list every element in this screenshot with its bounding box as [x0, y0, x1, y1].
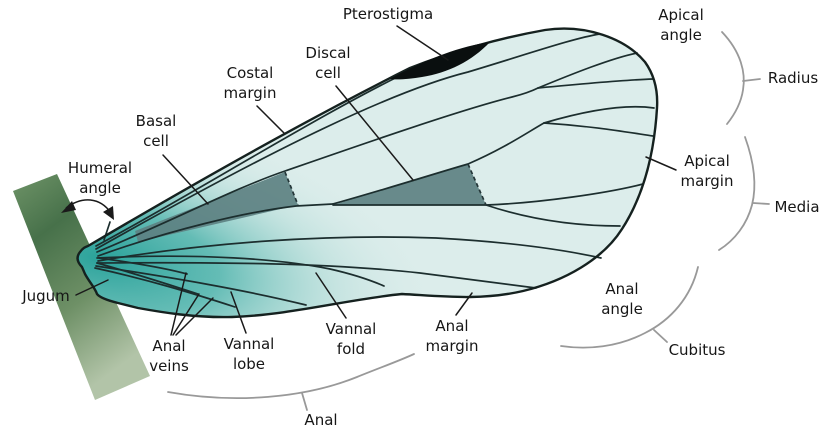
anal-bracket-arc: [167, 353, 415, 400]
label-vannal-fold-line1: Vannal: [325, 320, 377, 338]
label-anal-veins-line1: Anal: [152, 337, 186, 355]
radius1-vein: [95, 33, 601, 250]
cell-dashed-edges: [284, 163, 487, 206]
label-media-text: Media: [774, 198, 820, 216]
label-apical-angle-line1: Apical: [658, 6, 704, 24]
label-vannal-fold-line2: fold: [336, 339, 366, 358]
label-costal-margin-line2: margin: [223, 83, 277, 102]
radius-bracket-arc: [721, 31, 745, 125]
basal-cell-shape: [135, 172, 298, 242]
label-vannal-lobe-line2: lobe: [232, 354, 266, 373]
humeral-angle-arrow: [61, 199, 114, 220]
label-costal-margin: Costal margin: [224, 64, 277, 104]
label-apical-margin-line1: Apical: [684, 152, 730, 170]
media-bracket-arc: [718, 136, 756, 251]
discal-top-vein: [332, 122, 545, 205]
radial-fork-upper: [537, 52, 638, 89]
label-cubitus-text: Cubitus: [668, 341, 726, 359]
label-pterostigma-text: Pterostigma: [342, 5, 434, 23]
label-humeral-angle-line1: Humeral: [67, 159, 133, 177]
label-anal-angle-line2: angle: [601, 299, 643, 318]
label-discal-cell-line2: cell: [315, 63, 341, 82]
leader-discal-cell: [335, 85, 414, 181]
label-vannal-lobe: Vannal lobe: [224, 335, 275, 375]
label-jugum: Jugum: [22, 287, 70, 307]
media-fork-lower: [543, 122, 654, 137]
anal-bracket-tick: [301, 392, 308, 411]
humeral-arrowhead-left: [61, 201, 76, 213]
label-media: Media: [774, 198, 819, 218]
wing-veins: [94, 33, 655, 308]
label-anal-veins-line2: veins: [149, 356, 189, 375]
vannal-fold-line: [96, 255, 385, 287]
leader-pterostigma: [396, 25, 449, 61]
cubitus-bracket-tick: [653, 329, 668, 343]
label-anal: Anal: [304, 411, 337, 431]
label-anal-margin-line1: Anal: [435, 317, 469, 335]
label-pterostigma: Pterostigma: [343, 5, 433, 25]
label-apical-angle-line2: angle: [660, 25, 702, 44]
cubitus2-vein: [96, 261, 537, 289]
radial-fork-lower: [537, 78, 654, 89]
label-jugum-text: Jugum: [22, 287, 70, 305]
label-radius: Radius: [768, 69, 818, 89]
discal-lower-branch-vein: [485, 204, 621, 227]
discal-cell-shape: [333, 164, 486, 205]
label-anal-angle: Anal angle: [601, 280, 643, 320]
label-apical-margin-line2: margin: [680, 171, 734, 190]
label-costal-margin-line1: Costal: [226, 64, 274, 82]
label-basal-cell: Basal cell: [136, 112, 177, 152]
leader-anal-margin: [455, 292, 473, 316]
label-anal-veins: Anal veins: [149, 337, 189, 377]
label-anal-angle-line1: Anal: [605, 280, 639, 298]
basal-cell-dashed-edge: [284, 171, 299, 206]
label-apical-angle: Apical angle: [658, 6, 704, 46]
subcosta-vein: [95, 67, 417, 247]
media-bracket-tick: [752, 202, 770, 205]
label-anal-margin-line2: margin: [425, 336, 479, 355]
leader-jugum: [75, 279, 109, 296]
media-stem-vein: [97, 203, 334, 257]
label-discal-cell: Discal cell: [305, 44, 350, 84]
leader-costal-margin: [256, 105, 285, 134]
label-basal-cell-line1: Basal: [135, 112, 177, 130]
anal-vein-2: [94, 267, 236, 308]
leader-lines: [75, 25, 677, 336]
radial-sector-vein: [96, 87, 539, 253]
humeral-arrowhead-right: [103, 206, 114, 220]
label-discal-cell-line1: Discal: [305, 44, 351, 62]
label-vannal-fold: Vannal fold: [326, 320, 377, 360]
pterostigma-spot: [390, 42, 490, 80]
discal-cell-dashed-edge: [467, 163, 487, 206]
label-humeral-angle: Humeral angle: [68, 159, 132, 199]
label-radius-text: Radius: [767, 69, 819, 87]
body-segment: [13, 174, 150, 400]
label-cubitus: Cubitus: [669, 341, 726, 361]
label-vannal-lobe-line1: Vannal: [223, 335, 275, 353]
leader-anal-veins-1: [170, 272, 187, 336]
leader-vannal-lobe: [230, 291, 247, 334]
jugal-vein-2: [96, 262, 199, 295]
leader-anal-veins-2: [172, 293, 200, 336]
label-anal-margin: Anal margin: [426, 317, 479, 357]
bracket-arcs: [167, 31, 770, 411]
leader-vannal-fold: [315, 272, 347, 319]
radius-bracket-tick: [742, 78, 761, 82]
cubitus-bracket-arc: [560, 266, 699, 349]
jugal-vein-1: [98, 257, 188, 275]
leader-apical-margin: [645, 156, 677, 171]
label-apical-margin: Apical margin: [681, 152, 734, 192]
cubitus1-vein: [97, 236, 602, 262]
media-fork-upper: [543, 105, 655, 124]
label-anal-text: Anal: [304, 411, 338, 429]
label-humeral-angle-line2: angle: [79, 178, 121, 197]
discal-bottom-vein: [332, 183, 644, 206]
leader-anal-veins-3: [175, 297, 214, 336]
leader-basal-cell: [162, 154, 209, 205]
wing-cells: [135, 164, 486, 242]
label-basal-cell-line2: cell: [143, 131, 169, 150]
